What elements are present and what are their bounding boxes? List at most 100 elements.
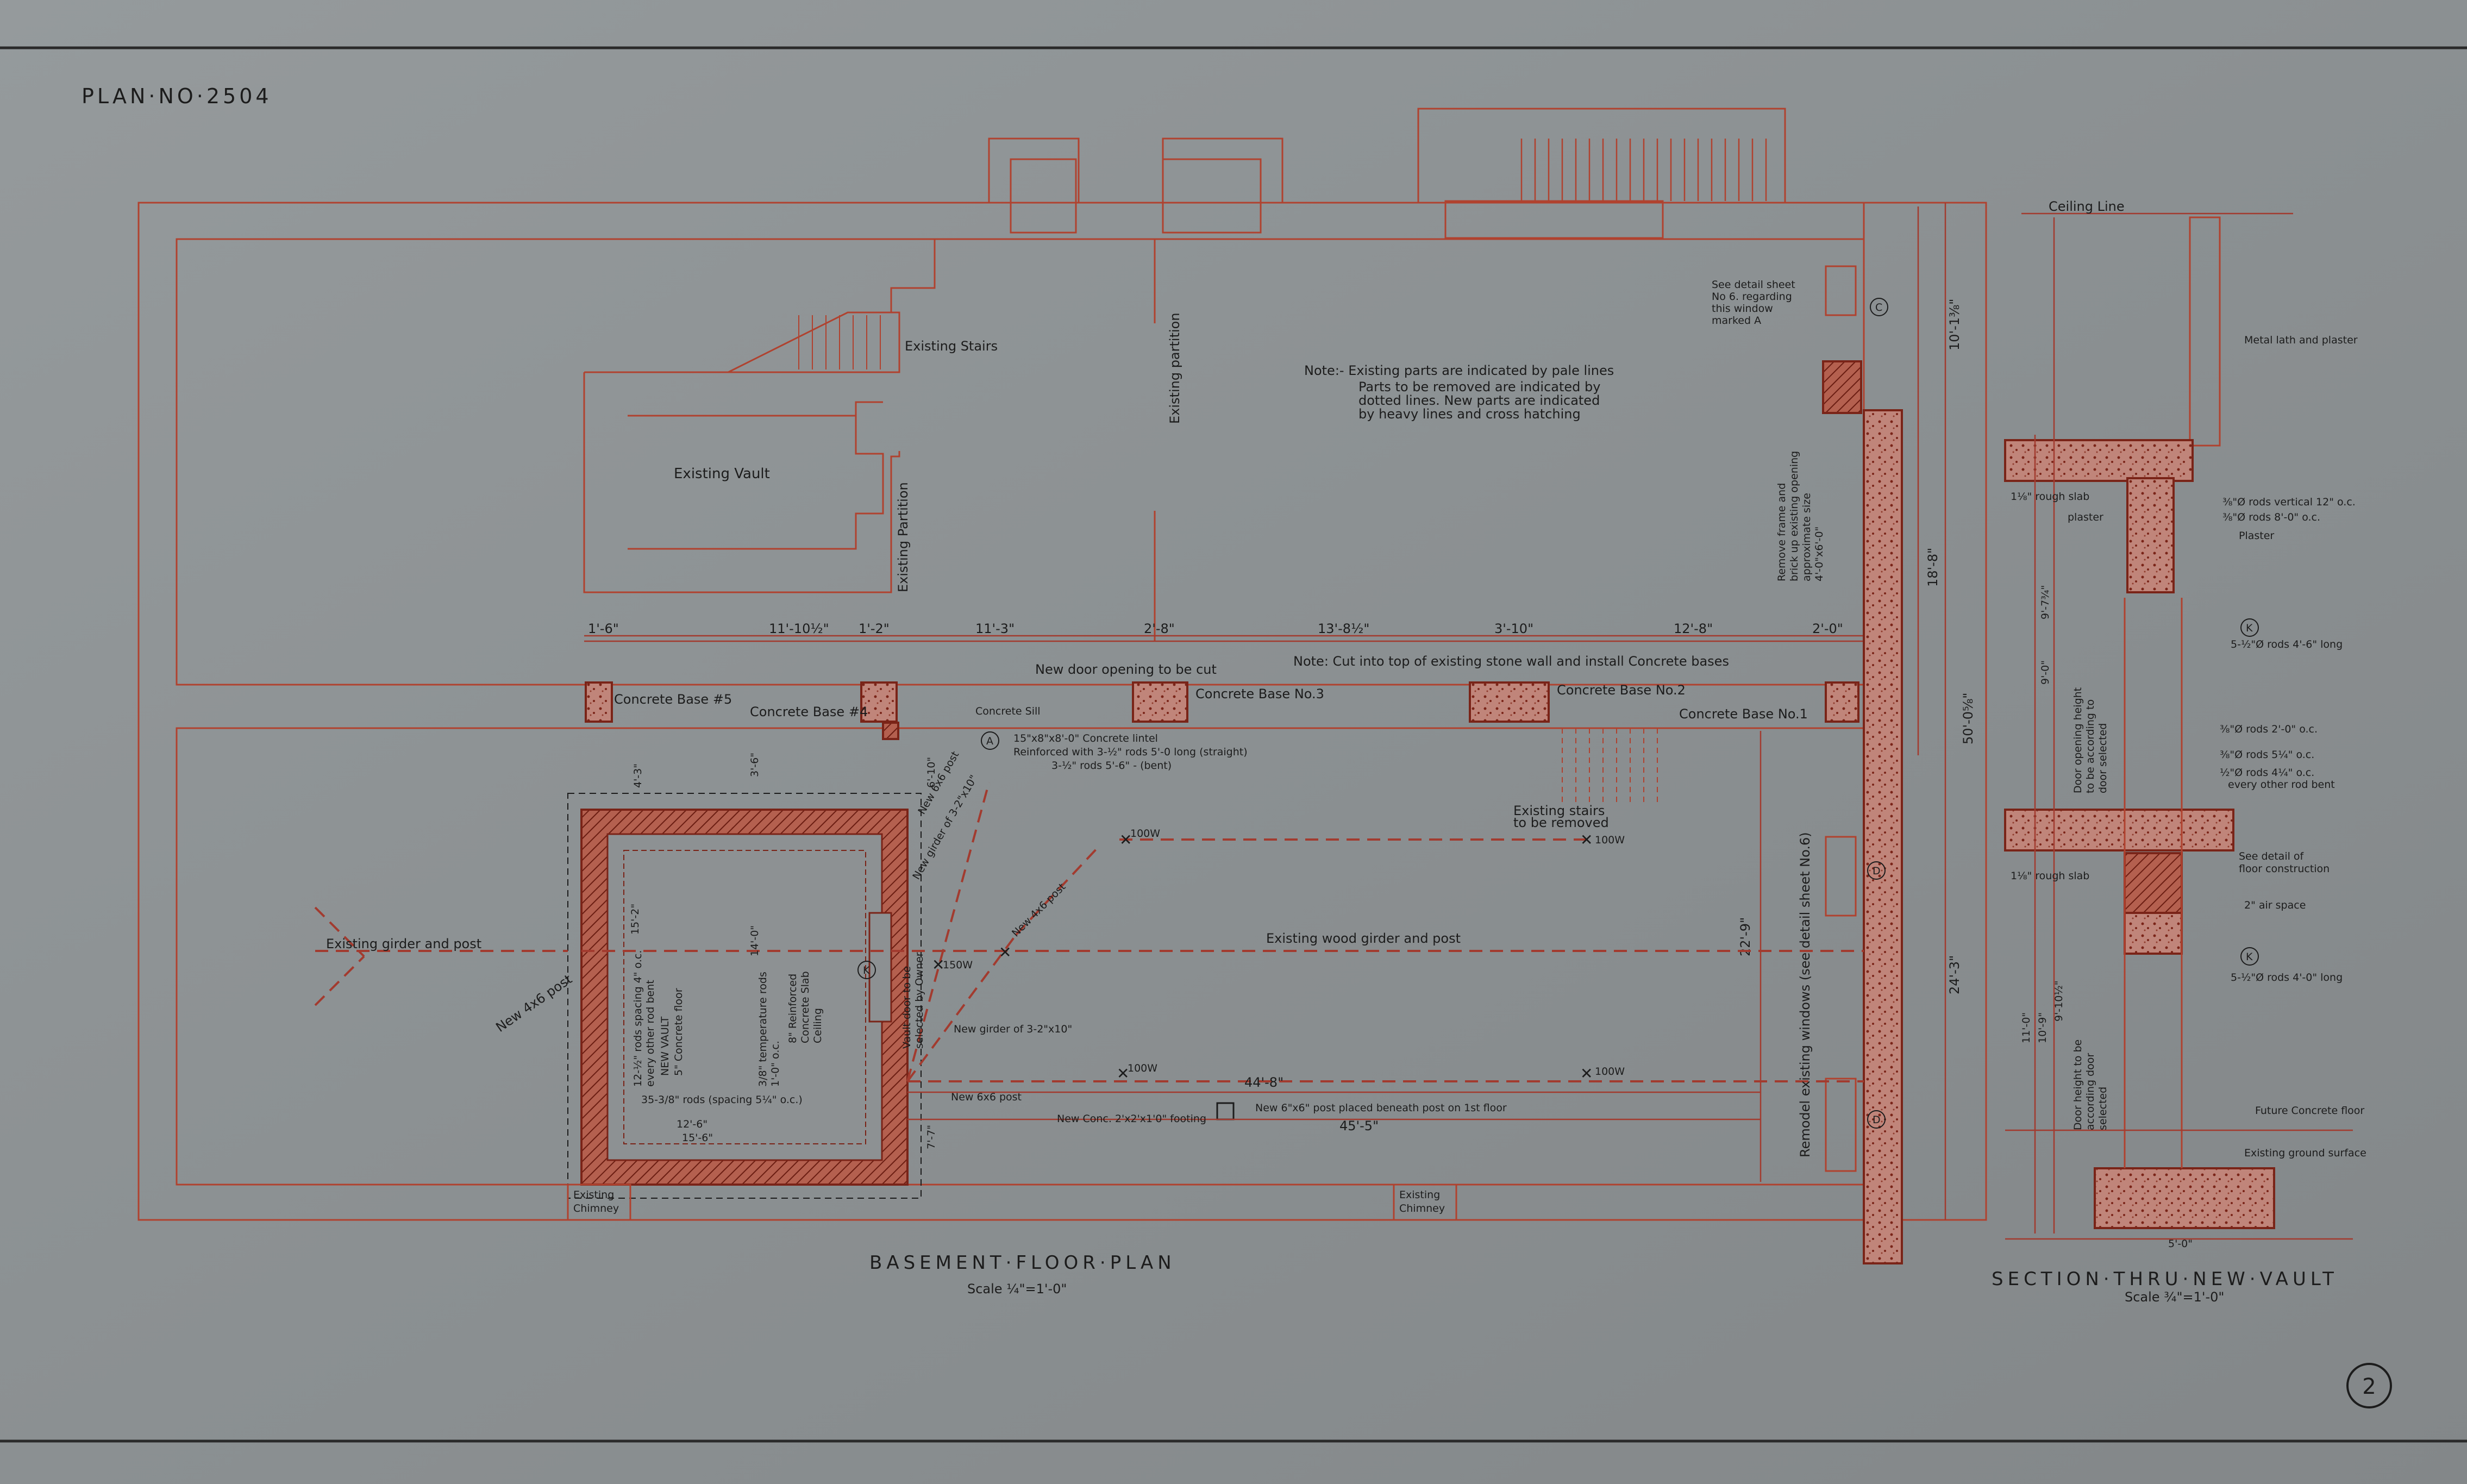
sec-door-a-3: door selected: [2097, 723, 2109, 793]
chimney-left-2: Chimney: [573, 1203, 619, 1214]
dim-top-8: 12'-8": [1674, 621, 1713, 636]
label-vault-door-1: Vault door to be: [901, 966, 913, 1049]
new-vault-interior: [606, 833, 883, 1161]
dim-right-24: 24'-3": [1947, 955, 1962, 994]
label-base-2: Concrete Base No.2: [1557, 682, 1686, 698]
new-post-small: [882, 722, 899, 740]
post-5: ✕: [932, 956, 944, 974]
dim-vault-14: 14'-0": [749, 925, 761, 956]
chimney-right-2: Chimney: [1399, 1203, 1445, 1214]
label-slab-1: 8" Reinforced: [787, 974, 799, 1043]
section-drawing: Ceiling Line Metal lath and plaster 1⅛" …: [2004, 199, 2366, 1250]
concrete-base-1: [1825, 681, 1859, 723]
floor-plan-title: BASEMENT·FLOOR·PLAN: [869, 1252, 1176, 1274]
label-concrete-sill: Concrete Sill: [975, 705, 1041, 717]
plan-number: PLAN·NO·2504: [82, 84, 272, 108]
floor-plan-scale: Scale ¼"=1'-0": [967, 1281, 1067, 1297]
dim-vault-15a: 15'-2": [629, 904, 641, 935]
label-partition-b: Existing Partition: [896, 482, 911, 592]
note-cut: Note: Cut into top of existing stone wal…: [1293, 654, 1729, 669]
sec-see-detail-2: floor construction: [2239, 863, 2330, 875]
label-new-post-c: New 6x6 post: [951, 1091, 1022, 1103]
label-partition-a: Existing partition: [1167, 312, 1182, 424]
vault-excavation-line: [567, 793, 922, 1199]
existing-vault-outline: [628, 415, 884, 550]
marker-k-sec1-circle: [2240, 618, 2259, 637]
marker-a-circle: [981, 731, 999, 750]
sec-rods-5: ⅜"Ø rods 5¼" o.c.: [2220, 749, 2314, 761]
dim-left-6: 6'-10": [925, 757, 937, 788]
chimney-left-1: Existing: [573, 1189, 614, 1201]
dim-vault-12: 12'-6": [677, 1118, 707, 1130]
sec-door-b-3: selected: [2097, 1087, 2109, 1130]
marker-d1: D: [1873, 865, 1881, 877]
chimney-left: [567, 1184, 631, 1221]
dim-right-50: 50'-0⅝": [1961, 693, 1976, 744]
dim-44-text: 44'-8": [1244, 1075, 1283, 1090]
label-existing-vault: Existing Vault: [674, 466, 770, 482]
sheet-number: 2: [2362, 1374, 2376, 1399]
label-slab-2: Concrete Slab: [799, 971, 811, 1043]
chimney-right-1: Existing: [1399, 1189, 1440, 1201]
marker-k-sec2-circle: [2240, 947, 2259, 966]
sec-future-floor: Future Concrete floor: [2255, 1105, 2364, 1117]
concrete-base-3: [1132, 681, 1188, 723]
projection-1: [988, 137, 1080, 203]
sec-rods-8: ⅜"Ø rods 8'-0" o.c.: [2222, 511, 2320, 523]
sec-dim-9c: 9'-10½": [2053, 981, 2065, 1022]
sec-rods-4-2: every other rod bent: [2228, 779, 2335, 791]
label-ceiling-line: Ceiling Line: [2049, 199, 2125, 214]
sec-door-b-1: Door height to be: [2072, 1040, 2084, 1130]
label-base-5: Concrete Base #5: [614, 692, 732, 707]
note-lintel-1: 15"x8"x8'-0" Concrete lintel: [1013, 732, 1158, 744]
stairs-to-remove: [1562, 728, 1658, 804]
marker-k-sec2: K: [2246, 951, 2253, 963]
vault-notch: [855, 401, 883, 416]
sec-plaster-a: plaster: [2068, 511, 2103, 523]
dim-left-7: 7'-7": [925, 1125, 937, 1149]
label-existing-girder-left: Existing girder and post: [326, 936, 481, 951]
post-3: ✕: [1117, 1065, 1129, 1082]
marker-c: C: [1875, 302, 1882, 314]
section-footing: [2094, 1167, 2275, 1229]
window-c: [1825, 265, 1857, 316]
label-slab-3: Ceiling: [812, 1008, 824, 1043]
note-general-2: Parts to be removed are indicated by: [1358, 379, 1600, 395]
marker-d2-circle: [1867, 1110, 1886, 1129]
dim-top-9: 2'-0": [1812, 621, 1843, 636]
existing-stairs-diagonal: [728, 311, 891, 373]
sec-rough-slab-bot: 1⅛" rough slab: [2011, 870, 2089, 882]
sec-door-a-1: Door opening height: [2072, 687, 2084, 793]
label-bow-c: 100W: [1128, 1062, 1157, 1074]
sec-dim-9b: 9'-0": [2039, 660, 2051, 685]
label-new-girder-b: New girder of 3-2"x10": [954, 1023, 1072, 1035]
note-window-4: marked A: [1712, 315, 1761, 327]
note-window-3: this window: [1712, 303, 1773, 315]
marker-k-plan-circle: [857, 961, 876, 979]
note-window-2: No 6. regarding: [1712, 291, 1792, 303]
section-wall-concrete: [2124, 912, 2183, 955]
sec-rough-slab-top: 1⅛" rough slab: [2011, 491, 2089, 503]
note-remove-frame-2: brick up existing opening: [1788, 451, 1800, 581]
label-bow-a: 100W: [1130, 828, 1160, 840]
note-remove-frame-4: 4'-0"x6'-0": [1813, 527, 1825, 581]
dim-top-3: 1'-2": [859, 621, 890, 636]
sec-dim-10: 10'-9": [2037, 1012, 2049, 1043]
section-top-slab: [2004, 439, 2194, 482]
dim-top-2: 11'-10½": [769, 621, 829, 636]
sheet-number-circle: [2346, 1363, 2392, 1408]
sec-rods-long-b: 5-½"Ø rods 4'-0" long: [2231, 972, 2343, 984]
vault-slab-line: [623, 850, 866, 1144]
sec-plaster-b: Plaster: [2239, 530, 2274, 542]
sec-metal-lath: Metal lath and plaster: [2244, 334, 2358, 346]
diagonal-girder-1: [906, 782, 990, 1082]
note-remove-frame-1: Remove frame and: [1776, 483, 1788, 581]
sec-see-detail-1: See detail of: [2239, 850, 2305, 862]
marker-a: A: [986, 735, 993, 747]
label-existing-stairs: Existing Stairs: [905, 339, 998, 354]
post-6: ✕: [999, 943, 1011, 961]
dim-45-text: 45'-5": [1339, 1118, 1379, 1134]
top-step-block: [1444, 200, 1664, 239]
